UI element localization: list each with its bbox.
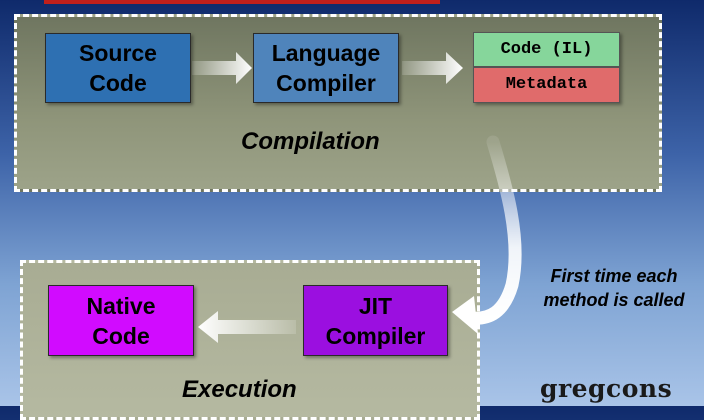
native-code-label: Native Code [86,292,156,349]
code-il-label: Code (IL) [500,39,593,59]
source-code-box: Source Code [45,33,191,103]
jit-compiler-box: JIT Compiler [303,285,448,356]
source-code-label: Source Code [79,40,157,96]
language-compiler-label: Language Compiler [271,40,381,96]
jit-annotation: First time each method is called [543,266,685,310]
execution-caption: Execution [182,376,297,403]
arrow-jit-to-native [198,311,296,343]
arrow-compiler-to-il [402,52,463,84]
language-compiler-box: Language Compiler [253,33,399,103]
flow-arrows [192,52,522,343]
compilation-caption: Compilation [241,128,380,155]
arrow-il-to-jit [463,135,522,325]
top-accent-bar [44,0,440,4]
arrow-il-to-jit-head [452,296,478,334]
arrow-source-to-compiler [192,52,252,84]
gregcons-logo: gregcons [540,374,673,403]
code-il-box: Code (IL) [473,32,620,67]
metadata-label: Metadata [505,75,588,94]
native-code-box: Native Code [48,285,194,356]
metadata-box: Metadata [473,67,620,103]
jit-compiler-label: JIT Compiler [325,292,426,349]
